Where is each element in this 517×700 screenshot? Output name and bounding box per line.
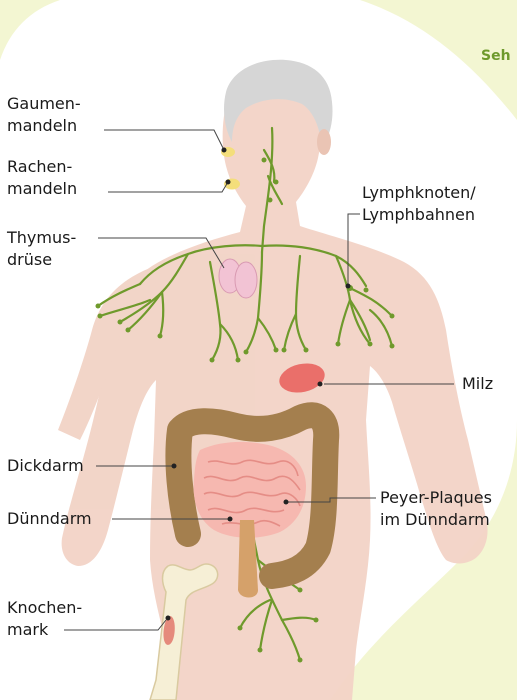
label-line: Thymus-	[7, 227, 76, 249]
label-line: Knochen-	[7, 597, 82, 619]
label-line: Peyer-Plaques	[380, 487, 492, 509]
ear	[317, 129, 331, 155]
label-line: Lymphbahnen	[362, 204, 476, 226]
label-line: mandeln	[7, 115, 81, 137]
label-rachenmandeln: Rachen- mandeln	[7, 156, 77, 200]
label-lymphknoten: Lymphknoten/ Lymphbahnen	[362, 182, 476, 226]
label-line: Dünndarm	[7, 508, 92, 530]
label-line: Lymphknoten/	[362, 182, 476, 204]
label-dickdarm: Dickdarm	[7, 455, 84, 477]
label-peyer-plaques: Peyer-Plaques im Dünndarm	[380, 487, 492, 531]
label-line: Gaumen-	[7, 93, 81, 115]
label-line: mandeln	[7, 178, 77, 200]
label-gaumenmandeln: Gaumen- mandeln	[7, 93, 81, 137]
corner-heading-fragment: Seh	[481, 48, 511, 64]
label-knochenmark: Knochen- mark	[7, 597, 82, 641]
label-duenndarm: Dünndarm	[7, 508, 92, 530]
label-milz: Milz	[462, 373, 493, 395]
label-line: mark	[7, 619, 82, 641]
label-line: drüse	[7, 249, 76, 271]
label-line: Milz	[462, 373, 493, 395]
label-line: Rachen-	[7, 156, 77, 178]
label-line: im Dünndarm	[380, 509, 492, 531]
label-thymusdruese: Thymus- drüse	[7, 227, 76, 271]
label-line: Dickdarm	[7, 455, 84, 477]
